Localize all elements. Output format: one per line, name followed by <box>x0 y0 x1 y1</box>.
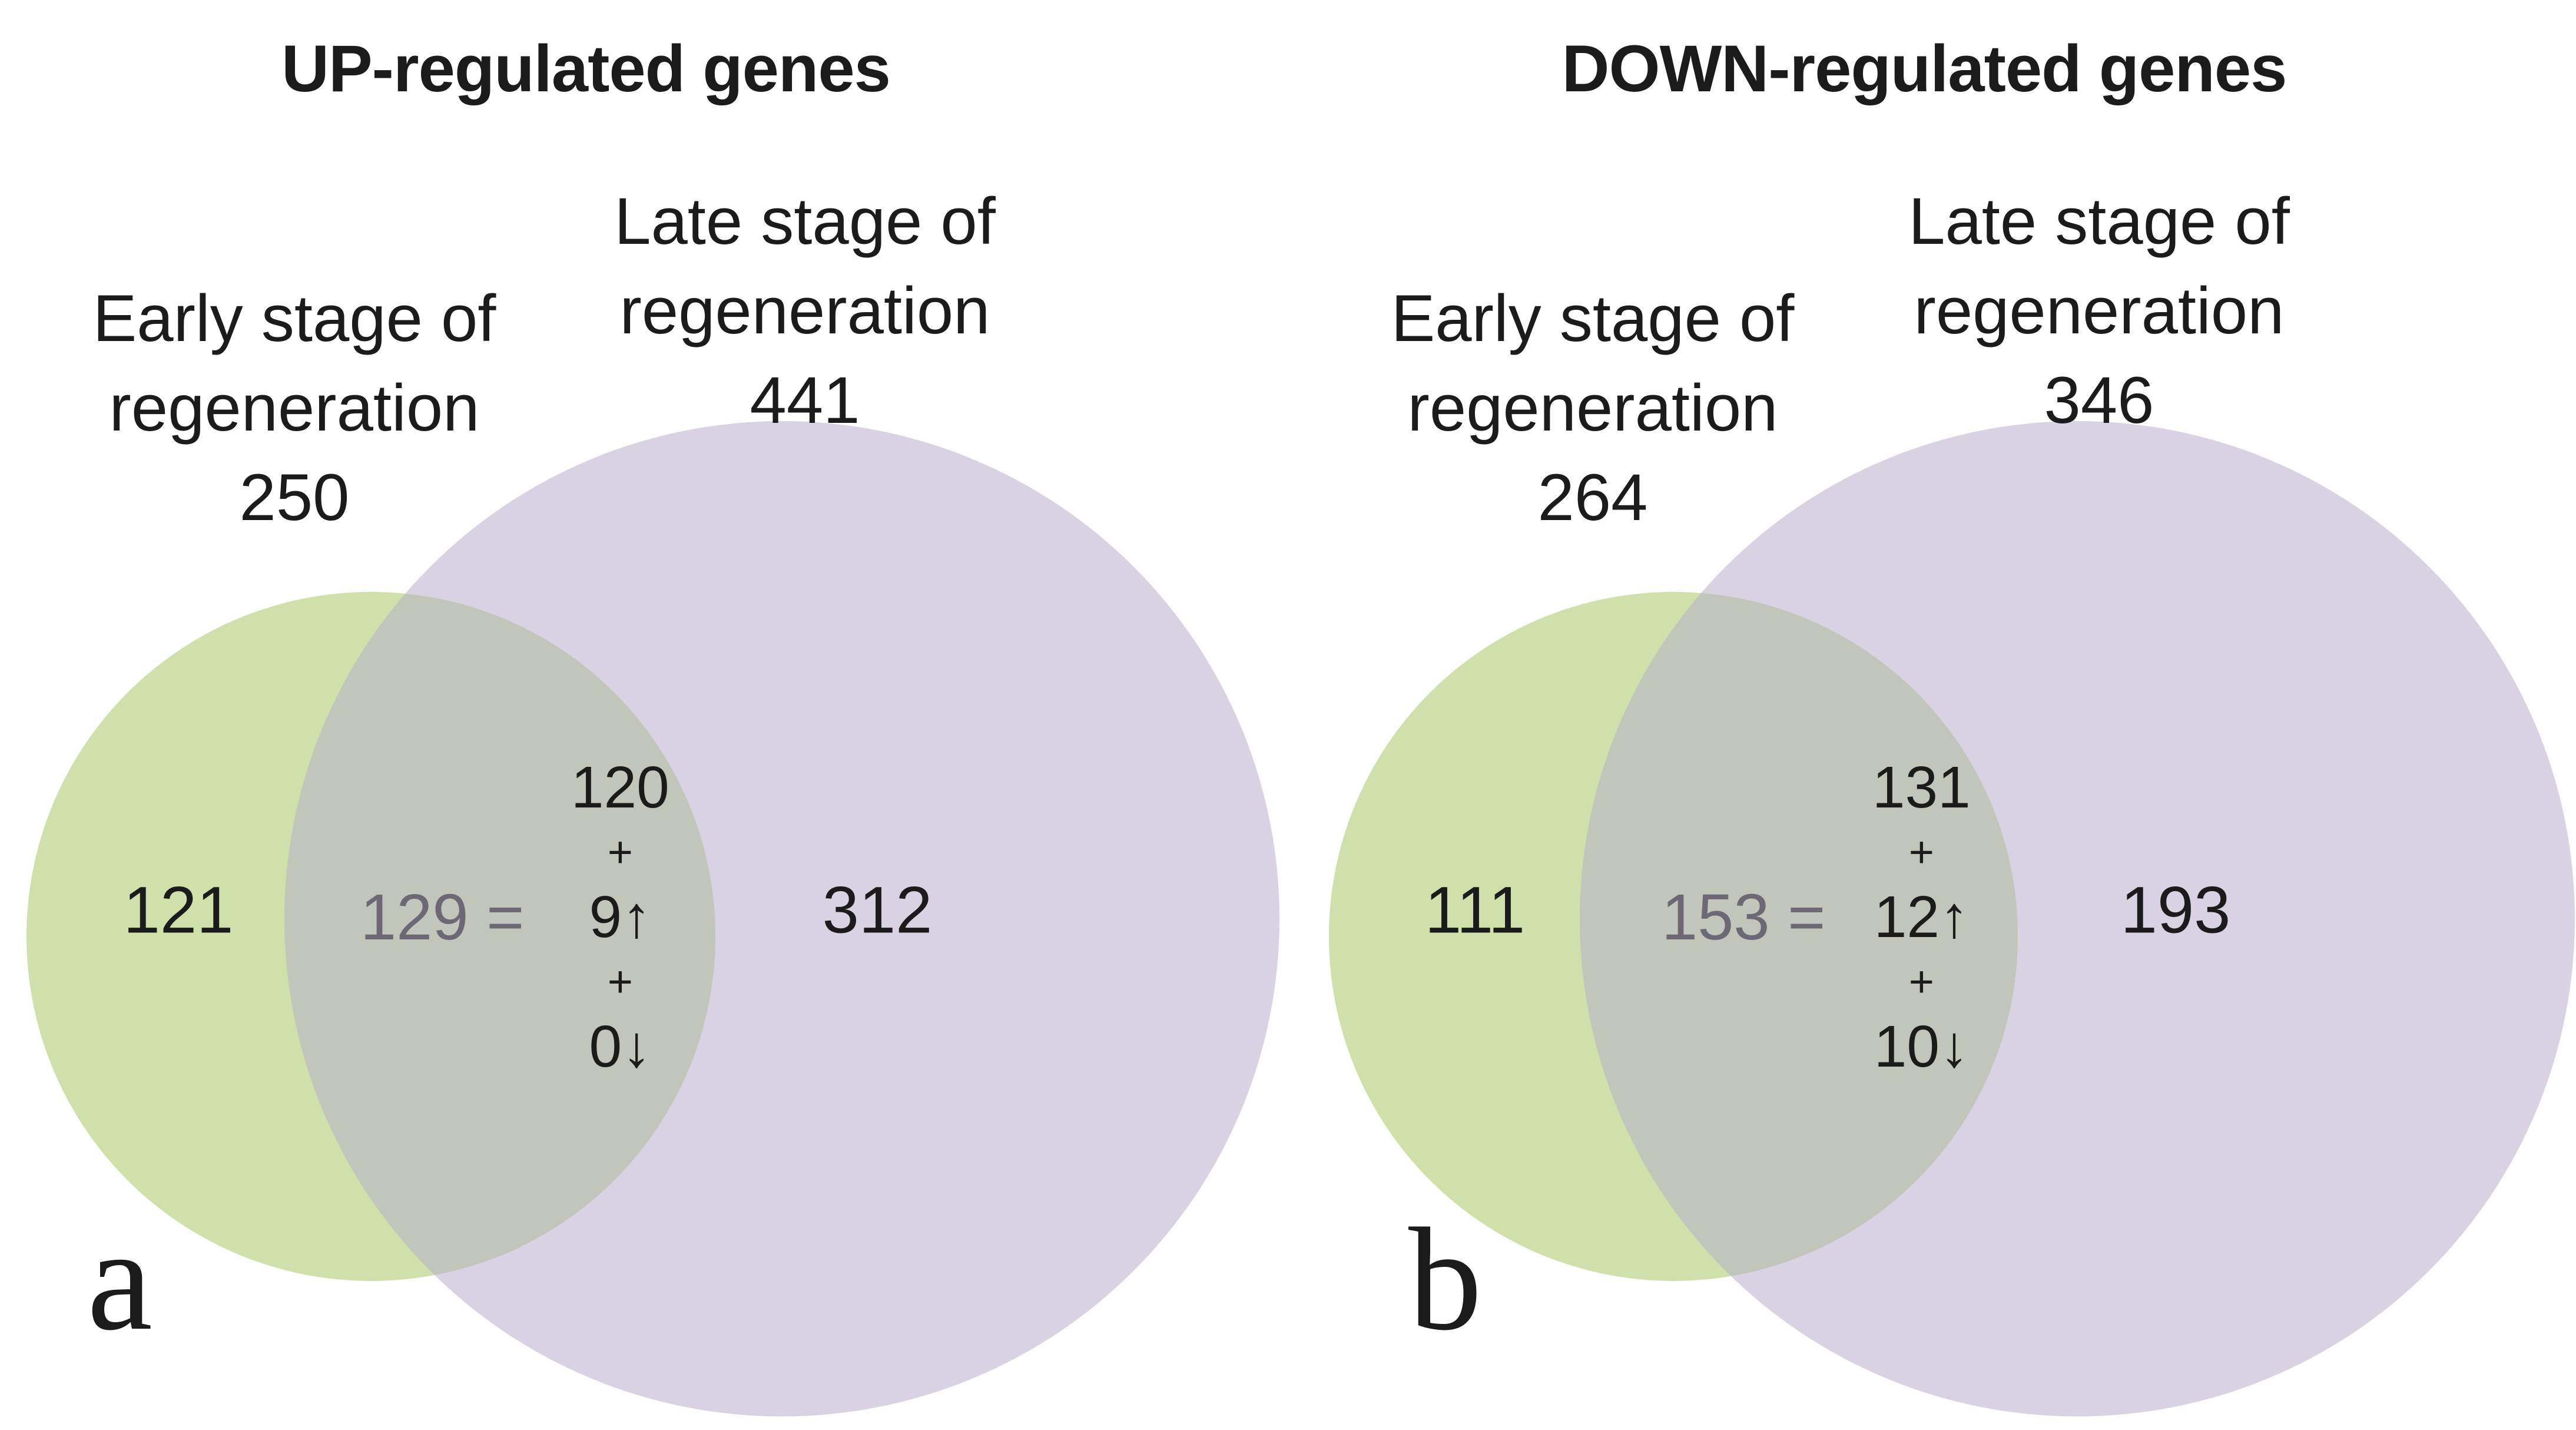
panel-a-letter: a <box>87 1198 152 1361</box>
overlap-shared-count: 120 <box>571 754 669 820</box>
panel-b-title: DOWN-regulated genes <box>1561 32 2287 105</box>
down-arrow-count: 0↓ <box>589 1014 652 1080</box>
late-total-count: 346 <box>2044 363 2154 437</box>
panel-b-overlap-expression: 153 = 131 + 12↑ + 10↓ <box>1662 755 1989 1079</box>
panel-b-overlap-breakdown: 131 + 12↑ + 10↓ <box>1854 755 1989 1079</box>
up-arrow-count: 9↑ <box>589 884 652 950</box>
early-total-count: 250 <box>239 461 350 534</box>
panel-a-title: UP-regulated genes <box>281 32 891 105</box>
late-label-line1: Late stage of <box>1908 184 2290 258</box>
early-total-count: 264 <box>1537 461 1648 534</box>
late-label-line1: Late stage of <box>614 184 996 258</box>
panel-b-late-circle-label: Late stage of regeneration 346 <box>1908 177 2290 445</box>
panel-a-overlap-breakdown: 120 + 9↑ + 0↓ <box>552 755 688 1079</box>
panel-b-late-unique-count: 193 <box>2120 873 2231 947</box>
early-label-line1: Early stage of <box>92 282 496 355</box>
panel-a-early-unique-count: 121 <box>123 873 234 947</box>
late-total-count: 441 <box>750 363 860 437</box>
panel-a-overlap-expression: 129 = 120 + 9↑ + 0↓ <box>360 755 688 1079</box>
overlap-region-a <box>284 592 715 1281</box>
panel-b-early-circle-label: Early stage of regeneration 264 <box>1391 274 1795 542</box>
panel-b-overlap-total: 153 = <box>1662 880 1826 954</box>
plus-sign: + <box>607 827 633 876</box>
up-arrow-count: 12↑ <box>1874 884 1969 950</box>
plus-sign: + <box>607 957 633 1006</box>
overlap-shared-count: 131 <box>1872 754 1971 820</box>
panel-a-early-circle-label: Early stage of regeneration 250 <box>93 274 496 542</box>
panel-b-letter: b <box>1408 1198 1482 1361</box>
early-label-line1: Early stage of <box>1391 282 1795 355</box>
late-label-line2: regeneration <box>619 274 990 347</box>
panel-a-late-circle-label: Late stage of regeneration 441 <box>614 177 996 445</box>
early-label-line2: regeneration <box>109 371 480 445</box>
panel-a-overlap-total: 129 = <box>360 880 525 954</box>
overlap-region-b <box>1580 592 2018 1281</box>
plus-sign: + <box>1908 827 1934 876</box>
late-label-line2: regeneration <box>1914 274 2285 347</box>
down-arrow-count: 10↓ <box>1874 1014 1969 1080</box>
plus-sign: + <box>1908 957 1934 1006</box>
panel-a-late-unique-count: 312 <box>822 873 933 947</box>
panel-b-early-unique-count: 111 <box>1424 873 1526 947</box>
early-label-line2: regeneration <box>1407 371 1778 445</box>
